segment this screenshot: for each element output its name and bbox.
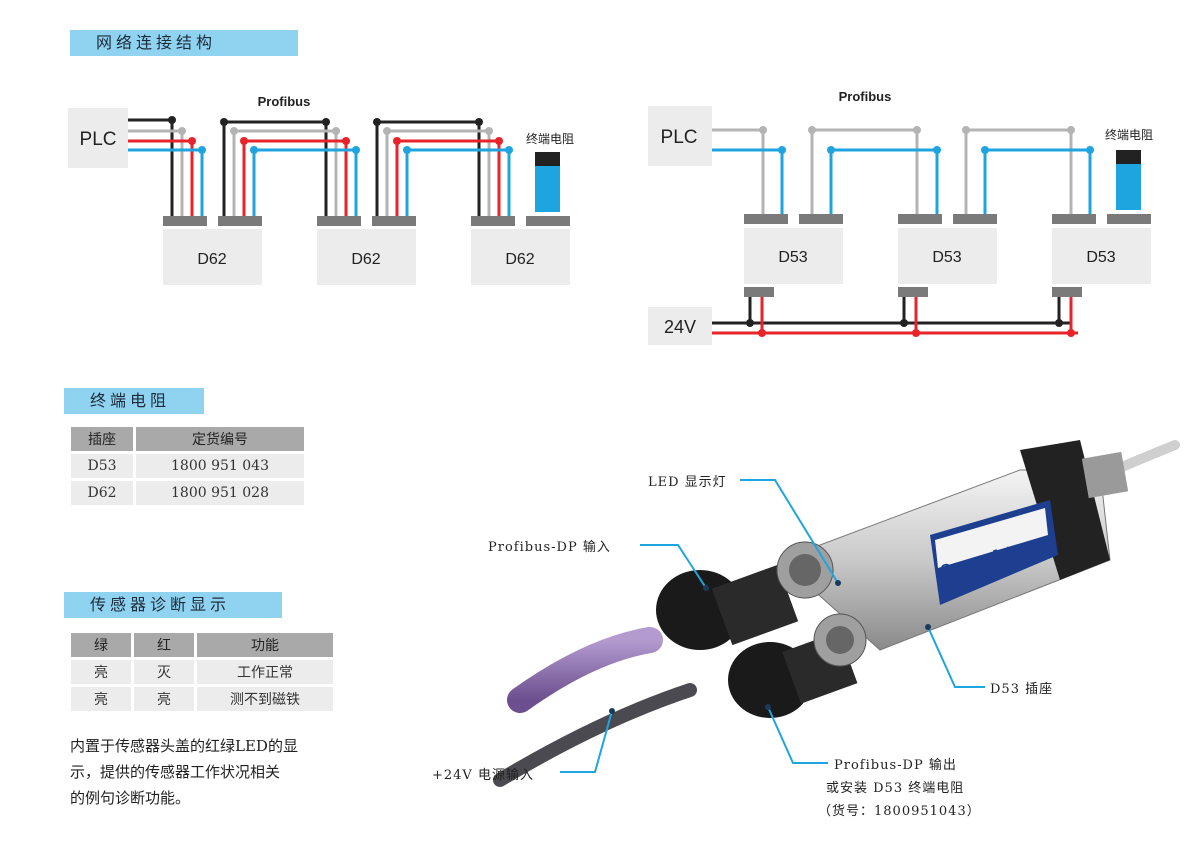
terminator-install-label: 或安装 D53 终端电阻 (826, 781, 965, 796)
table-header: 绿 (71, 633, 131, 657)
table-cell: 工作正常 (197, 660, 333, 684)
description-line: 内置于传感器头盖的红绿LED的显 (70, 737, 298, 755)
table-cell: 1800 951 043 (136, 454, 304, 478)
table-header: 插座 (71, 427, 133, 451)
left-device-label: D62 (351, 251, 380, 268)
right-device-label: D53 (932, 249, 961, 266)
led-label: LED 显示灯 (648, 475, 727, 490)
left-terminator-label: 终端电阻 (526, 131, 574, 146)
table-cell: 亮 (71, 687, 131, 711)
table-cell: 1800 951 028 (136, 481, 304, 505)
power-box (648, 307, 712, 345)
table-row: 亮 灭 工作正常 (71, 660, 333, 684)
table-header: 红 (134, 633, 194, 657)
left-device-1 (163, 229, 262, 285)
sensor-illustration: GermanJet (493, 440, 1180, 787)
right-device-2 (898, 228, 997, 284)
left-device-3 (471, 229, 570, 285)
left-device-label: D62 (505, 251, 534, 268)
description-line: 示，提供的传感器工作状况相关 (70, 763, 281, 781)
table-cell: 灭 (134, 660, 194, 684)
profibus-input-label: Profibus-DP 输入 (488, 540, 611, 555)
left-terminator-icon (535, 152, 560, 166)
right-device-label: D53 (778, 249, 807, 266)
table-cell: 亮 (71, 660, 131, 684)
power-input-label: +24V 电源输入 (432, 768, 534, 783)
right-plc-label: PLC (661, 127, 698, 148)
right-device-1 (744, 228, 843, 284)
right-bus-label: Profibus (839, 89, 892, 104)
table-row: 亮 亮 测不到磁铁 (71, 687, 333, 711)
profibus-output-label: Profibus-DP 输出 (834, 758, 957, 773)
power-label: 24V (664, 317, 696, 337)
part-number-label: （货号：1800951043） (818, 804, 981, 819)
terminator-table: 插座 定货编号 D53 1800 951 043 D62 1800 951 02… (68, 424, 307, 508)
table-row: D62 1800 951 028 (71, 481, 304, 505)
d53-socket-label: D53 插座 (990, 682, 1054, 697)
table-cell: D53 (71, 454, 133, 478)
left-plc-box (68, 108, 128, 168)
description-line: 的例句诊断功能。 (70, 789, 191, 807)
right-device-label: D53 (1086, 249, 1115, 266)
table-cell: 亮 (134, 687, 194, 711)
left-plc-label: PLC (80, 129, 117, 150)
diagnostics-table: 绿 红 功能 亮 灭 工作正常 亮 亮 测不到磁铁 (68, 630, 336, 714)
left-network-diagram: Profibus PLC D62 D6 (68, 94, 574, 285)
terminator-section-title: 终端电阻 (64, 388, 204, 414)
right-device-3 (1052, 228, 1151, 284)
description-text: 内置于传感器头盖的红绿LED的显 示，提供的传感器工作状况相关 的例句诊断功能。 (70, 733, 370, 811)
network-section-title: 网络连接结构 (70, 30, 298, 56)
right-terminator-icon (1116, 150, 1141, 164)
diagnostics-section-title: 传感器诊断显示 (64, 592, 282, 618)
table-cell: D62 (71, 481, 133, 505)
left-device-label: D62 (197, 251, 226, 268)
left-bus-label: Profibus (258, 94, 311, 109)
table-header: 功能 (197, 633, 333, 657)
right-terminator-label: 终端电阻 (1105, 127, 1153, 142)
left-device-2 (317, 229, 416, 285)
table-header: 定货编号 (136, 427, 304, 451)
right-plc-box (648, 106, 712, 166)
table-row: D53 1800 951 043 (71, 454, 304, 478)
right-network-diagram: Profibus PLC D53 D53 D53 24V 终端电阻 (648, 89, 1153, 345)
table-cell: 测不到磁铁 (197, 687, 333, 711)
